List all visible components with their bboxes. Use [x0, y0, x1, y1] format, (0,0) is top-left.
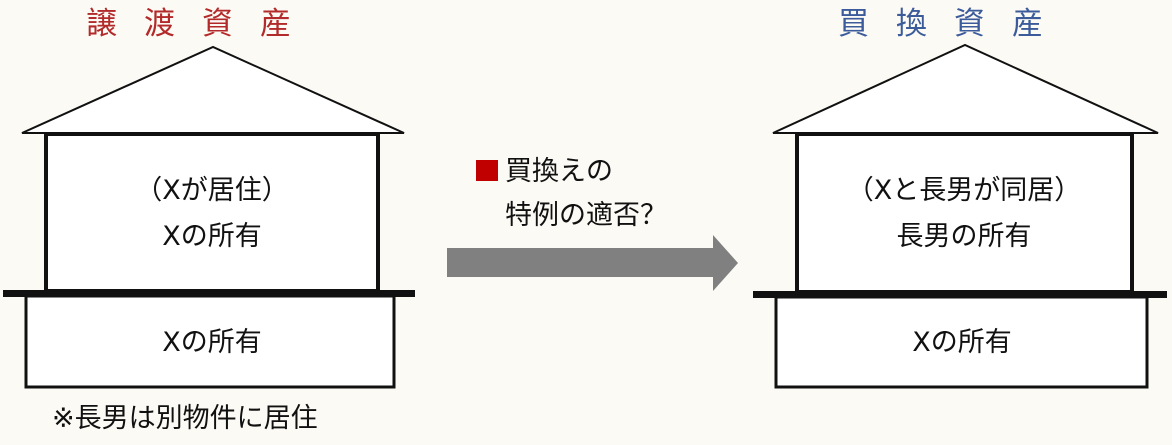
left-upper-line1: （Xが居住）: [135, 175, 289, 206]
bullet-square-icon: [476, 160, 498, 181]
arrow-right-icon: [447, 235, 738, 291]
right-upper-floor: [795, 132, 1134, 294]
right-lower-floor: [774, 295, 1149, 389]
right-lower-label: Xの所有: [912, 327, 1012, 358]
arrow-label-line2: 特例の適否？: [505, 200, 667, 231]
right-upper-line1: （Xと長男が同居）: [846, 175, 1082, 206]
left-roof: [21, 45, 405, 134]
right-house: [753, 43, 1167, 389]
left-title: 譲渡資産: [86, 6, 318, 42]
left-upper-floor: [44, 132, 380, 293]
left-lower-label: Xの所有: [162, 327, 262, 358]
right-title: 買換資産: [838, 6, 1070, 42]
left-floor-divider: [3, 290, 415, 297]
right-floor-divider: [753, 291, 1167, 298]
right-roof: [772, 43, 1159, 134]
right-upper-line2: 長男の所有: [896, 221, 1032, 252]
left-note: ※長男は別物件に居住: [52, 403, 318, 434]
left-house: [3, 45, 415, 389]
arrow-label-line1: 買換えの: [505, 156, 613, 187]
left-upper-line2: Xの所有: [162, 221, 262, 252]
